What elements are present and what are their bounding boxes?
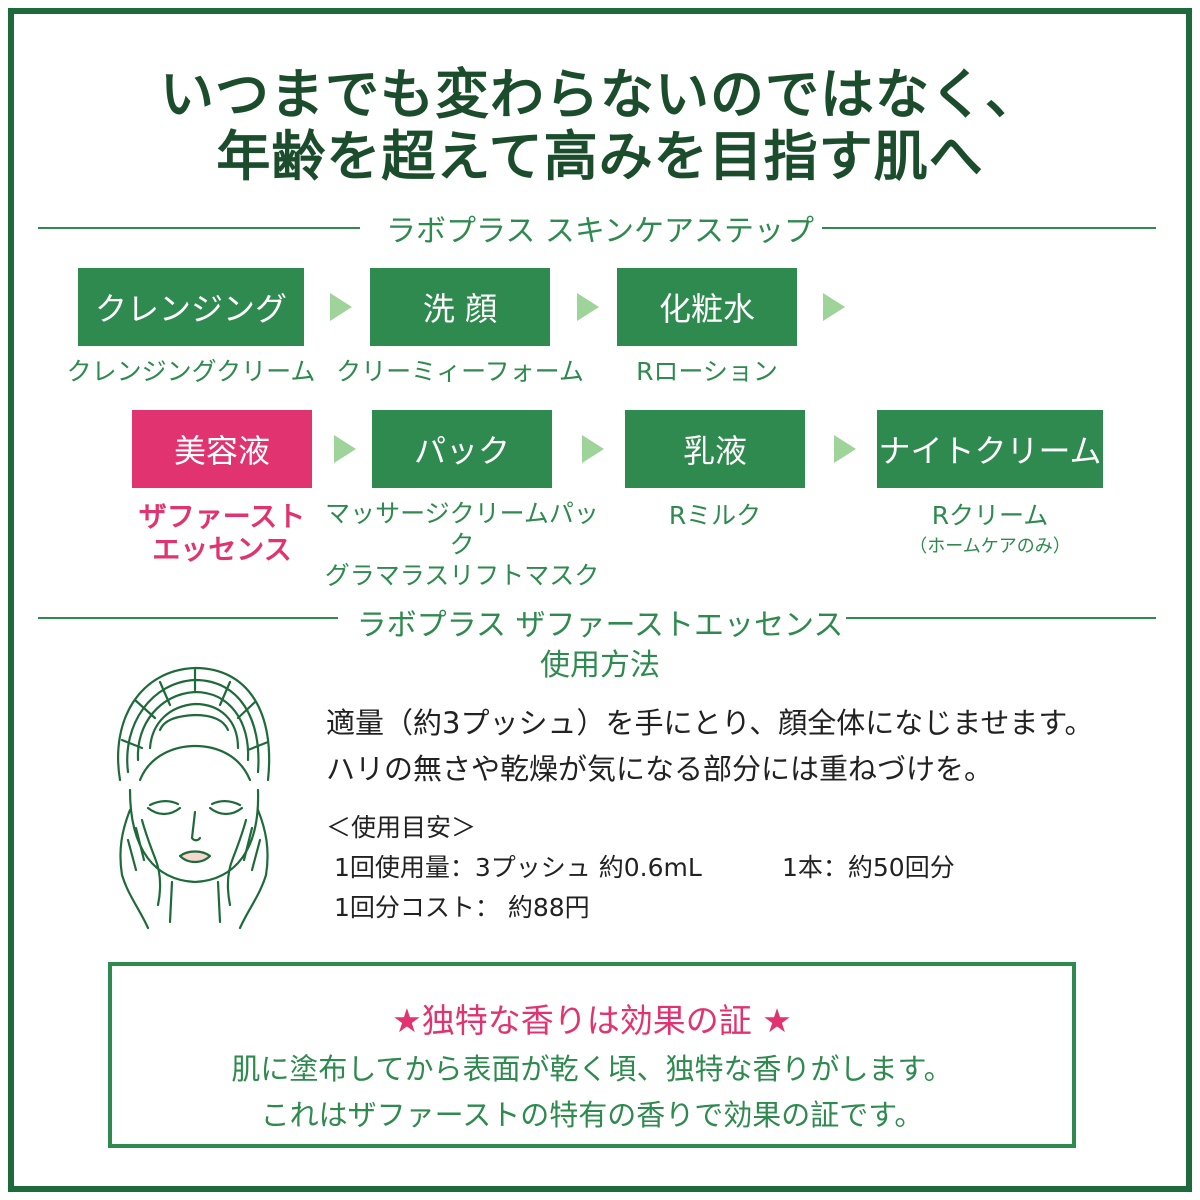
usage-guide-cost: 1回分コスト： 約88円 [334,893,590,922]
step-face-wash: 洗 顔 [370,268,550,346]
arrow-right-icon [823,293,845,321]
headline-line-2: 年齢を超えて高みを目指す肌へ [216,124,984,188]
product-massage-cream-pack: マッサージクリームパック [325,499,599,559]
usage-rule-left [38,617,338,619]
arrow-right-icon [582,435,604,463]
product-cleansing-cream: クレンジングクリーム [66,357,316,386]
fragrance-notice-title: ★独特な香りは効果の証 ★ [392,1001,792,1040]
arrow-right-icon [330,293,352,321]
product-pack-list: マッサージクリームパック グラマラスリフトマスク [322,498,602,591]
steps-rule-left [38,227,360,229]
usage-section-title: ラボプラス ザファーストエッセンス [356,608,844,643]
product-r-cream-label: Rクリーム [931,501,1049,530]
usage-guide-bottle: 1本：約50回分 [782,853,955,882]
step-night-cream: ナイトクリーム [877,410,1103,488]
step-lotion: 化粧水 [617,268,797,346]
step-milk: 乳液 [625,410,805,488]
product-r-lotion: Rローション [636,357,778,386]
arrow-right-icon [577,293,599,321]
step-serum: 美容液 [132,410,312,488]
arrow-right-icon [334,435,356,463]
usage-guide-amount: 1回使用量：3プッシュ 約0.6mL [334,853,702,882]
usage-guide-title: ＜使用目安＞ [326,813,477,842]
page-frame [8,8,1192,1192]
usage-instruction-line1: 適量（約3プッシュ）を手にとり、顔全体になじませます。 [326,706,1094,740]
usage-rule-right [846,617,1156,619]
steps-rule-right [822,227,1156,229]
fragrance-notice-box: ★独特な香りは効果の証 ★ 肌に塗布してから表面が乾く頃、独特な香りがします。 … [108,962,1076,1148]
fragrance-notice-line2: これはザファーストの特有の香りで効果の証です。 [260,1098,924,1132]
product-creamy-foam: クリーミィーフォーム [336,357,584,386]
product-the-first-essence: ザファースト エッセンス [112,500,332,566]
steps-section-title: ラボプラス スキンケアステップ [385,214,815,249]
step-cleansing: クレンジング [78,268,304,346]
product-r-cream: Rクリーム （ホームケアのみ） [877,500,1103,562]
headline-line-1: いつまでも変わらないのではなく、 [160,62,1040,126]
product-glamorous-lift-mask: グラマラスリフトマスク [324,561,600,590]
product-r-cream-note: （ホームケアのみ） [909,536,1071,557]
step-pack: パック [372,410,552,488]
usage-section-subtitle: 使用方法 [540,648,660,683]
product-the-first-essence-line1: ザファースト [138,500,306,533]
product-the-first-essence-line2: エッセンス [152,533,292,566]
fragrance-notice-line1: 肌に塗布してから表面が乾く頃、独特な香りがします。 [231,1052,953,1086]
usage-instruction-line2: ハリの無さや乾燥が気になる部分には重ねづけを。 [326,752,994,786]
product-r-milk: Rミルク [668,501,762,530]
face-illustration [117,666,271,930]
arrow-right-icon [834,435,856,463]
